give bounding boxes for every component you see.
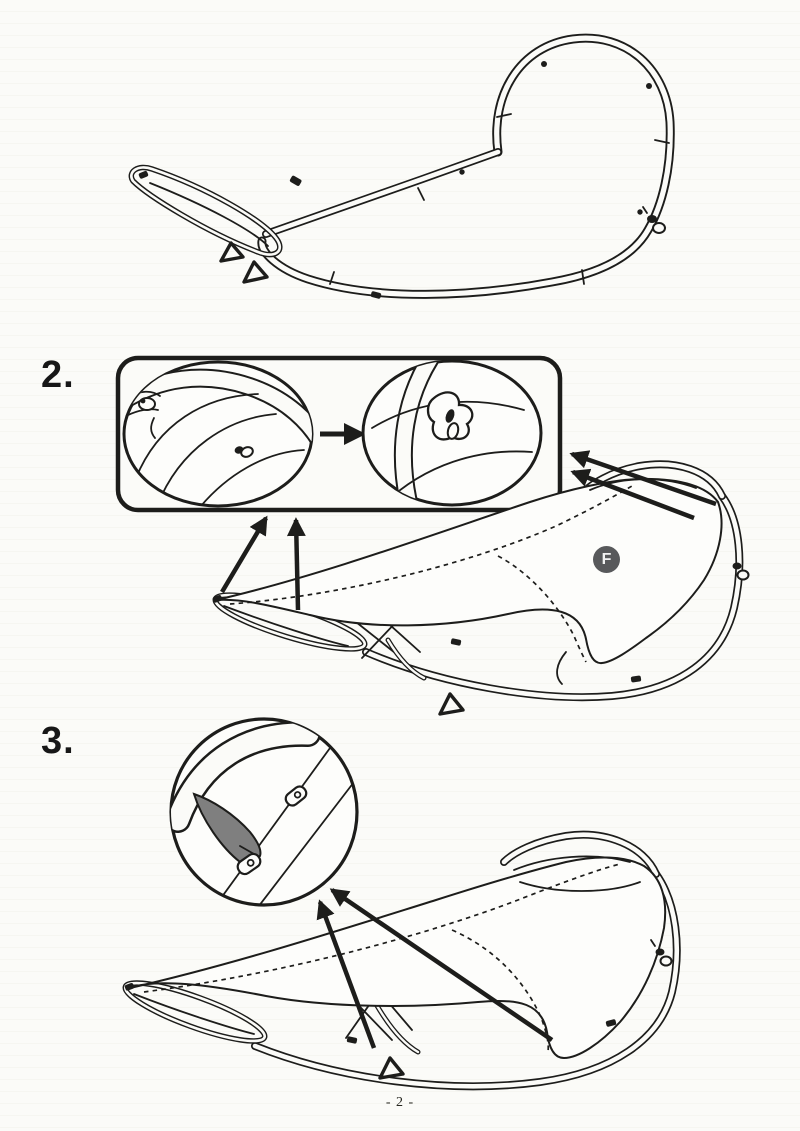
step3-pointer-arrows: [316, 888, 554, 1049]
step2-lounger-illustration: [212, 460, 750, 716]
step2-zoom-after: [361, 359, 543, 507]
fabric-part-badge: F: [593, 546, 620, 573]
snap-tab: [236, 852, 262, 876]
corner-fitting: [125, 383, 161, 439]
frame-clamp-knob: [642, 206, 666, 234]
step3-zoom-circle: [169, 717, 359, 907]
strap-shape: [192, 792, 262, 864]
page-number: - 2 -: [385, 1095, 415, 1110]
frame-clamp-knob: [732, 562, 750, 581]
step2-callout-box: [115, 355, 563, 513]
step2-zoom-before: [122, 360, 314, 508]
step2-pointer-arrows: [220, 450, 717, 611]
frame-top-illustration: [128, 33, 675, 299]
step3-lounger-illustration: [122, 830, 681, 1091]
step3-number-label: 3.: [41, 720, 75, 762]
arrow-right-icon: [320, 423, 366, 445]
snap-tab: [284, 785, 308, 807]
frame-clamp-knob: [650, 939, 673, 967]
toggle-in-loop: [426, 391, 474, 441]
toggle-button: [234, 446, 254, 458]
step2-number-label: 2.: [41, 354, 75, 396]
